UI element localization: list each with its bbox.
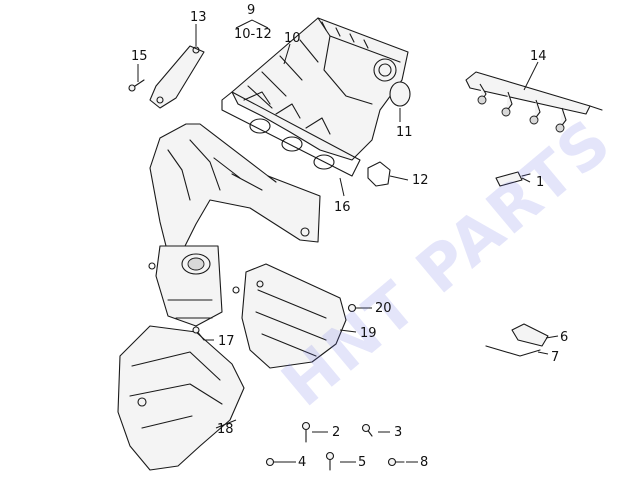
bolt-17: [192, 326, 205, 341]
small-gasket: [367, 161, 391, 187]
callout-19: 19: [360, 326, 377, 341]
callout-10: 10: [284, 31, 301, 46]
callout-9: 9: [247, 3, 255, 18]
bolt-20: [347, 303, 357, 313]
callout-6: 6: [560, 330, 568, 345]
intake-gasket: [221, 91, 361, 177]
callout-3: 3: [394, 425, 402, 440]
bolt-8: [387, 457, 405, 467]
callout-4: 4: [298, 455, 306, 470]
callout-17: 17: [218, 334, 235, 349]
callout-20: 20: [375, 301, 392, 316]
bolt-2: [301, 421, 311, 443]
catalytic-converter: [148, 245, 240, 327]
fuel-rail: [465, 71, 603, 133]
heat-shield-upper: [241, 263, 347, 369]
callout-16: 16: [334, 200, 351, 215]
callout-10-12-range: 10-12: [234, 27, 272, 42]
callout-13: 13: [190, 10, 207, 25]
callout-labels: 1 2 3 4 5 6 7 8 9 10-12 10 11 12 13 14 1…: [131, 3, 568, 470]
bracket-6: [511, 323, 549, 347]
callout-2: 2: [332, 425, 340, 440]
bolt-4: [265, 457, 287, 467]
exhaust-manifold: [149, 123, 321, 249]
bolt-3: [361, 423, 373, 437]
callout-11: 11: [396, 125, 413, 140]
bolt-15: [128, 79, 145, 92]
callout-15: 15: [131, 49, 148, 64]
callout-8: 8: [420, 455, 428, 470]
callout-7: 7: [551, 350, 559, 365]
manifold-bracket: [149, 45, 205, 109]
callout-18: 18: [217, 422, 234, 437]
leader-lines: [137, 19, 559, 463]
heat-shield-lower: [117, 325, 245, 471]
callout-1: 1: [536, 175, 544, 190]
callout-12: 12: [412, 173, 429, 188]
callout-5: 5: [358, 455, 366, 470]
sensor-1: [495, 171, 531, 187]
bolt-5: [325, 451, 335, 471]
callout-14: 14: [530, 49, 547, 64]
intake-manifold: [231, 17, 409, 161]
watermark-text: HNT PARTS: [268, 104, 625, 420]
bracket-7: [485, 345, 541, 357]
throttle-seal: [389, 81, 411, 107]
